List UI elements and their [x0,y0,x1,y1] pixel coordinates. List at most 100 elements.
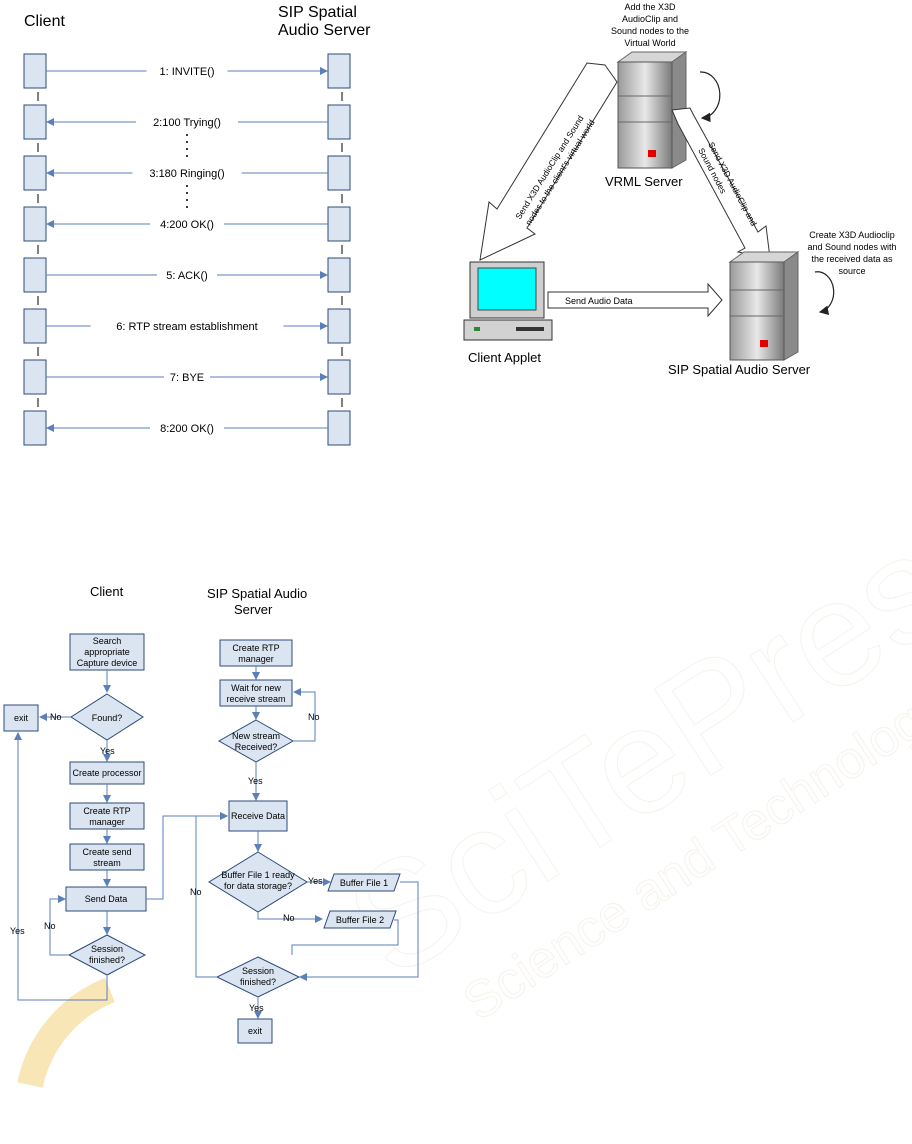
vrml-note-line2: AudioClip and [622,14,678,24]
client-activation [23,359,47,395]
vrml-note-line3: Sound nodes to the [611,26,689,36]
sip-loop-arrow [814,271,835,316]
server-title-line1: SIP Spatial [278,4,357,21]
message-label: 2:100 Trying() [153,117,221,129]
sip-server-label: SIP Spatial Audio Server [668,362,811,377]
server-session-line2: finished? [240,977,276,987]
buffer1-label: Buffer File 1 [340,878,388,888]
flow-server-title-line2: Server [234,602,273,617]
flowchart: Client SIP Spatial Audio Server Search a… [3,584,419,1044]
server-activation [327,206,351,242]
client-computer-icon [463,261,553,341]
server-activation [327,410,351,446]
client-exit-box [3,704,39,732]
buffer-q-line1: Buffer File 1 ready [221,870,295,880]
flow-client-title: Client [90,584,124,599]
server-create-rtp-line2: manager [238,654,274,664]
wait-line1: Wait for new [231,683,281,693]
client-activation [23,308,47,344]
buffer-file-1 [327,873,401,892]
server-activation [327,155,351,191]
found-label: Found? [92,713,123,723]
vrml-loop-arrow [699,71,721,123]
vrml-note-line4: Virtual World [624,38,675,48]
client-activation [23,410,47,446]
client-activation [23,104,47,140]
buffer-no-label: No [283,913,295,923]
search-line3: Capture device [77,658,138,668]
client-session-yes-label: Yes [10,926,25,936]
server-exit-label: exit [248,1026,263,1036]
message-label: 7: BYE [170,372,204,384]
ellipsis-dot [186,148,188,150]
message-label: 1: INVITE() [159,66,214,78]
architecture-diagram: Add the X3D AudioClip and Sound nodes to… [463,2,897,377]
new-stream-line2: Received? [235,742,278,752]
server-session-no-label: No [190,887,202,897]
vrml-server-icon [616,51,688,169]
sip-note-line2: and Sound nodes with [807,242,896,252]
server-activation [327,257,351,293]
server-activation [327,359,351,395]
client-activation [23,257,47,293]
ellipsis-dot [186,134,188,136]
watermark: SciTePress Science and Technology Public… [318,459,912,1033]
wait-stream-box [219,679,293,707]
buffer2-label: Buffer File 2 [336,915,384,925]
arrow-sip-to-vrml: Send X3D AudioClip and Sound nodes [671,107,771,259]
buffer-file-2 [323,910,397,929]
ellipsis-dot [186,192,188,194]
vrml-server-label: VRML Server [605,174,683,189]
receive-data-box [228,800,288,832]
client-activation [23,155,47,191]
receive-data-label: Receive Data [231,811,285,821]
message-label-bg [90,319,284,332]
ellipsis-dot [186,206,188,208]
server-session-yes-label: Yes [249,1003,264,1013]
client-applet-label: Client Applet [468,350,541,365]
buffer-yes-label: Yes [308,876,323,886]
client-session-line2: finished? [89,955,125,965]
client-title: Client [24,13,65,30]
buffer-q-line2: for data storage? [224,881,292,891]
search-line1: Search [93,636,122,646]
ellipsis-dot [186,141,188,143]
send-data-label: Send Data [85,894,128,904]
vrml-note-line1: Add the X3D [624,2,676,12]
message-label-bg [136,115,238,128]
arrow-vrml-to-client: Send X3D AudioClip and Sound nodes to th… [479,62,618,261]
message-label-bg [164,370,210,383]
server-create-rtp-line1: Create RTP [232,643,279,653]
ellipsis-dot [186,199,188,201]
wait-line2: receive stream [226,694,285,704]
message-label-bg [132,166,242,179]
client-create-rtp-line2: manager [89,817,125,827]
new-stream-no-label: No [308,712,320,722]
create-send-stream-box [69,843,145,871]
search-line2: appropriate [84,647,130,657]
message-label: 5: ACK() [166,270,208,282]
sequence-diagram: Client SIP Spatial Audio Server 1: INVIT… [23,4,371,446]
watermark-seal [17,977,116,1088]
ellipsis-dot [186,155,188,157]
sip-note-line4: source [838,266,865,276]
server-session-line1: Session [242,966,274,976]
create-send-line1: Create send [82,847,131,857]
server-activation [327,308,351,344]
client-exit-label: exit [14,713,29,723]
message-label-bg [146,64,228,77]
message-label: 6: RTP stream establishment [116,321,257,333]
found-yes-label: Yes [100,746,115,756]
client-session-no-label: No [44,921,56,931]
client-create-rtp-box [69,802,145,830]
message-label-bg [150,217,224,230]
message-label-bg [150,421,224,434]
client-activation [23,206,47,242]
arrow-bottom-label: Send Audio Data [565,296,633,306]
sip-note-line1: Create X3D Audioclip [809,230,895,240]
server-activation [327,104,351,140]
found-no-label: No [50,712,62,722]
sip-server-icon [728,251,800,361]
create-send-line2: stream [93,858,121,868]
